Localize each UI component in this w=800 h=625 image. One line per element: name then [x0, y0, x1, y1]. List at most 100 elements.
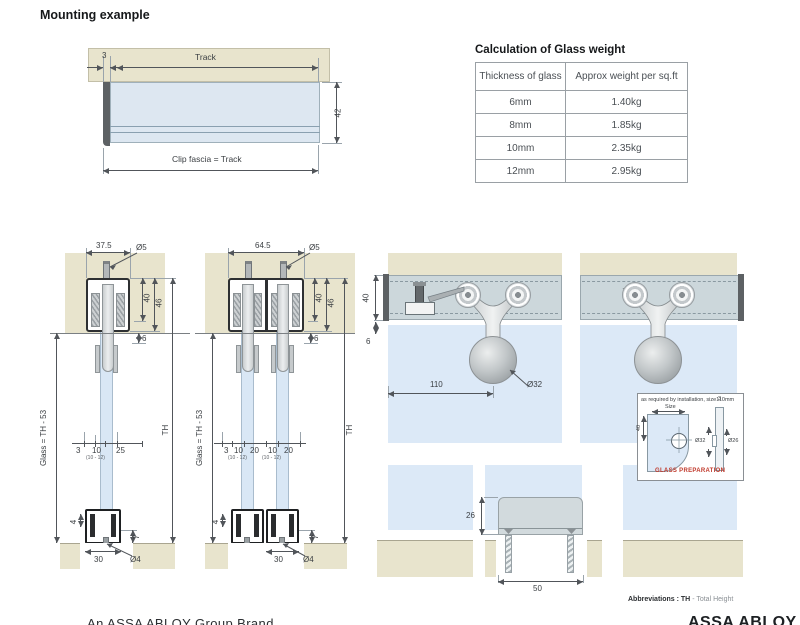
- inset-arrow: [724, 429, 730, 436]
- dim-line-42: [334, 82, 340, 143]
- table-title: Calculation of Glass weight: [475, 44, 626, 56]
- dim-line-width: [228, 250, 304, 256]
- dim-line-fascia: [103, 168, 318, 174]
- dim-line-50: [498, 579, 583, 585]
- fascia-body: [110, 82, 320, 143]
- fascia-line: [110, 132, 320, 133]
- stopper-base: [405, 302, 435, 315]
- cell-weight: 1.40kg: [565, 90, 688, 114]
- floor-block: [377, 540, 473, 577]
- extension-line: [134, 321, 146, 322]
- table-row: 8mm 1.85kg: [475, 113, 688, 137]
- dim-label-50: 50: [533, 584, 542, 593]
- track-divider: [265, 280, 268, 330]
- dim-line-7: [130, 530, 136, 543]
- track-end-cap: [738, 274, 744, 321]
- inset-hole-countersink: [712, 435, 717, 447]
- inset-caption: GLASS PREPARATION: [655, 468, 726, 474]
- inset-dia-inner: Ø26: [728, 438, 739, 444]
- extension-line: [222, 432, 223, 446]
- dim-label-glass-height: Glass = TH - 53: [195, 409, 204, 467]
- dim-label-4: 4: [211, 519, 221, 525]
- screw-head-icon: [504, 529, 513, 534]
- extension-line: [84, 432, 85, 446]
- dim-line-110: [388, 391, 493, 397]
- cell-thickness: 10mm: [475, 136, 566, 160]
- ceiling-block: [388, 253, 562, 275]
- cell-thickness: 8mm: [475, 113, 566, 137]
- brand-tagline: An ASSA ABLOY Group Brand: [87, 616, 274, 625]
- dim-line-7: [309, 530, 315, 543]
- inset-hole: [671, 433, 687, 449]
- track-end-cap: [383, 274, 389, 321]
- page-title: Mounting example: [40, 8, 150, 22]
- dim-label-b2: 10: [234, 446, 243, 455]
- extension-line: [304, 343, 318, 344]
- cell-thickness: 12mm: [475, 159, 566, 183]
- abbreviations-value: - Total Height: [692, 596, 734, 603]
- inset-note: as required by installation, size110mm: [641, 397, 735, 403]
- dim-label-tolerance: (10 - 12): [228, 455, 247, 461]
- dim-line-th: [342, 278, 348, 543]
- roller-wheel-icon: [455, 282, 481, 308]
- extension-line: [493, 386, 494, 398]
- dim-line-width: [86, 250, 130, 256]
- extension-line: [484, 497, 498, 498]
- dim-label-42: 42: [333, 108, 343, 118]
- glass-clamp: [289, 345, 294, 373]
- glass-clamp: [254, 345, 259, 373]
- dim-label-glass-height: Glass = TH - 53: [39, 409, 48, 467]
- cell-weight: 1.85kg: [565, 113, 688, 137]
- dim-label-offset: 3: [102, 51, 107, 60]
- dim-line-30: [266, 549, 299, 555]
- glass-clamp: [95, 345, 100, 373]
- roller-icon: [233, 293, 241, 327]
- roller-icon: [116, 293, 125, 327]
- dim-label-tolerance: (10 - 12): [86, 455, 105, 461]
- dim-line-46: [324, 278, 330, 331]
- floor-cutout: [80, 543, 133, 569]
- dim-label-7: 7: [311, 534, 321, 540]
- inset-arrow: [724, 448, 730, 455]
- dim-label-b1: 3: [76, 446, 81, 455]
- dim-label-26: 26: [466, 511, 475, 520]
- dim-label-4: 4: [69, 519, 79, 525]
- extension-line: [103, 56, 104, 82]
- extension-line: [95, 435, 96, 446]
- extension-line: [583, 575, 584, 583]
- dim-label-b2: 10: [92, 446, 101, 455]
- roller-wheel-icon: [622, 282, 648, 308]
- dim-line-46: [152, 278, 158, 331]
- inset-size-label: Size: [665, 404, 676, 410]
- hanger-bolt: [242, 284, 254, 372]
- roller-wheel-icon: [505, 282, 531, 308]
- dim-line-glass-height: [210, 333, 216, 543]
- guide-base-line: [499, 528, 582, 529]
- inset-dim-size: [652, 409, 685, 415]
- floor-block: [623, 540, 743, 577]
- abbreviations-line: Abbreviations : TH - Total Height: [628, 596, 733, 603]
- extension-line: [228, 248, 229, 278]
- extension-line: [308, 321, 318, 322]
- extension-line: [103, 148, 104, 174]
- dim-label-screw: Ø5: [309, 243, 320, 252]
- dim-label-th: TH: [161, 424, 170, 436]
- roller-icon: [91, 293, 100, 327]
- track-dash-line: [390, 313, 558, 314]
- extension-line: [318, 58, 319, 82]
- hanger-bolt: [102, 284, 114, 372]
- extension-line: [300, 432, 301, 446]
- dim-label-b1: 3: [224, 446, 229, 455]
- track-dash-line: [390, 281, 558, 282]
- dim-line-40: [312, 278, 318, 321]
- dim-line-bottom: [214, 441, 306, 447]
- dim-label-7: 7: [132, 534, 142, 540]
- extension-line: [132, 343, 146, 344]
- dim-label-b5: 20: [284, 446, 293, 455]
- extension-line: [304, 331, 332, 332]
- glass-clamp: [113, 345, 118, 373]
- extension-line: [299, 530, 315, 531]
- ceiling-line: [50, 333, 190, 334]
- fascia-clip: [103, 82, 110, 146]
- dim-label-width: 64.5: [255, 241, 271, 250]
